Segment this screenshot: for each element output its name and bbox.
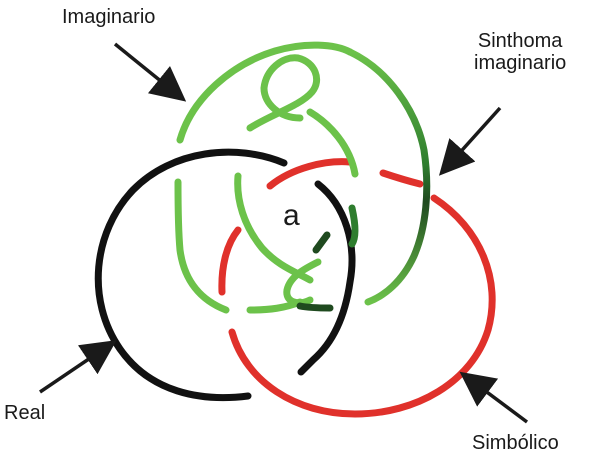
arrow-sinthoma (438, 106, 502, 176)
imaginario-ring-outer (176, 41, 354, 144)
sinthoma-inner-link (312, 231, 331, 254)
real-ring-outer-arc (94, 148, 288, 402)
label-sinthoma-line1: Sinthoma (477, 30, 563, 52)
simbolico-ring-top-arc (266, 158, 354, 190)
label-sinthoma-line2: imaginario (474, 52, 567, 74)
label-sinthoma-imaginario: Sinthoma imaginario (474, 30, 566, 74)
imaginario-ring (174, 41, 359, 314)
sinthoma-ring (296, 48, 431, 312)
arrow-real (39, 340, 117, 394)
arrow-simbolico (459, 371, 529, 424)
label-simbolico: Simbólico (472, 432, 559, 454)
imaginario-loop-top (246, 54, 320, 132)
imaginario-inner-diagonal (306, 108, 359, 178)
arrow-imaginario (113, 42, 187, 102)
sinthoma-bottom-link (296, 302, 334, 312)
real-ring-inner-arc (297, 180, 356, 376)
simbolico-ring (218, 158, 496, 418)
simbolico-ring-right-arc (228, 194, 496, 418)
label-imaginario: Imaginario (62, 6, 156, 28)
simbolico-ring-top-right (379, 169, 424, 188)
pointer-arrows (39, 42, 529, 424)
sinthoma-inner-arc (348, 204, 359, 248)
label-real: Real (4, 402, 46, 424)
sinthoma-outer-arc (346, 48, 431, 306)
simbolico-ring-left-arc (218, 226, 242, 296)
real-ring (94, 148, 356, 402)
imaginario-ring-left-side (174, 178, 230, 314)
label-center-a: a (283, 199, 300, 232)
